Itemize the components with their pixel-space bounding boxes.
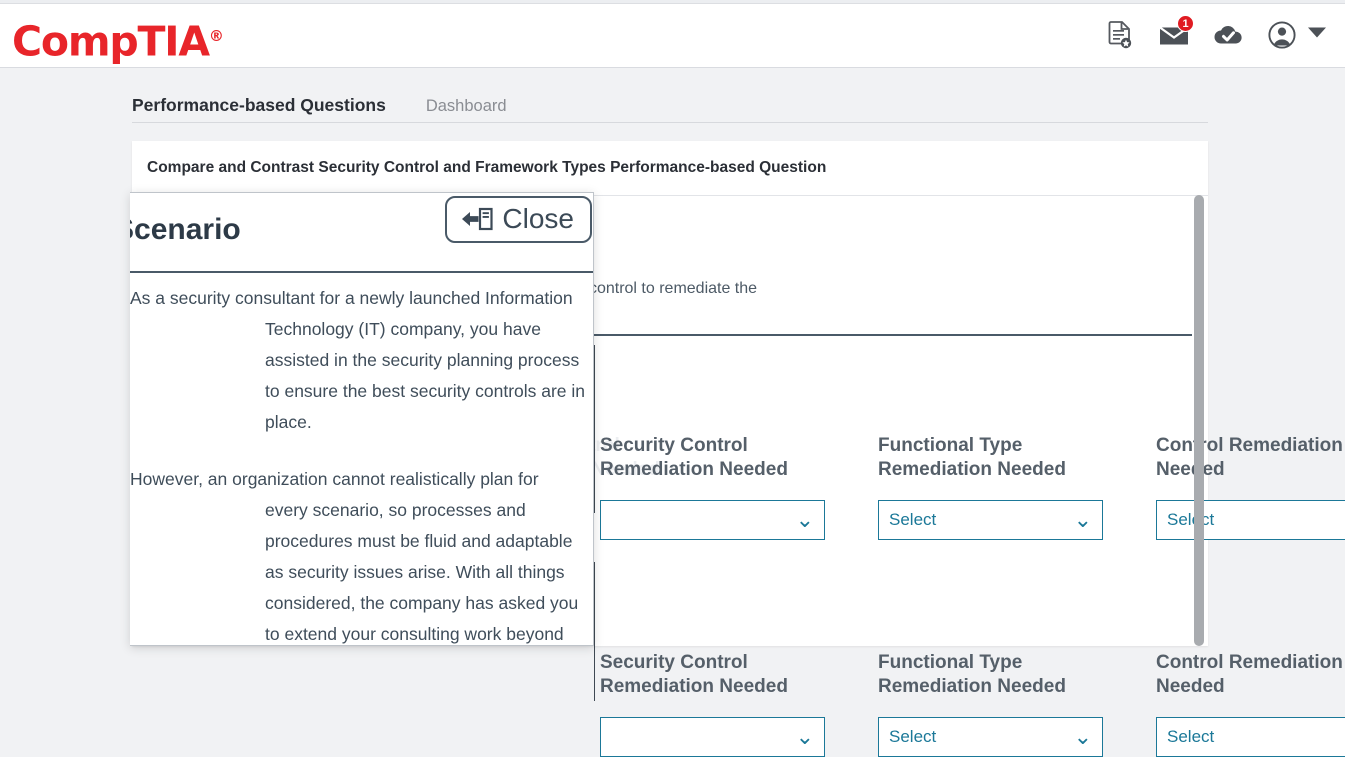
control-remediation-select[interactable]: Select ⌄: [1156, 717, 1345, 757]
primary-tab-bar: Performance-based Questions Dashboard: [132, 80, 1208, 124]
mail-icon[interactable]: 1: [1159, 15, 1194, 52]
column-label: Control Remediation Needed: [1156, 435, 1343, 480]
card-divider: [132, 195, 1208, 196]
column-label: Functional Type Remediation Needed: [878, 435, 1066, 480]
form-column-control-remediation: Control Remediation Needed Select ⌄: [1156, 434, 1345, 540]
form-column-security-control: Security Control Remediation Needed ⌄: [600, 651, 832, 757]
account-chevron-down-icon[interactable]: [1307, 26, 1327, 44]
close-button[interactable]: Close: [445, 196, 592, 243]
modal-header: Scenario Close: [130, 193, 593, 265]
registered-mark: ®: [208, 27, 224, 45]
header-icon-group: 1: [1105, 15, 1327, 52]
instructions-divider: [148, 334, 1192, 336]
column-separator: [594, 562, 595, 701]
select-value: Select: [1167, 727, 1215, 746]
scenario-paragraph: However, an organization cannot realisti…: [130, 469, 579, 644]
column-label: Control Remediation Needed: [1156, 652, 1343, 697]
modal-title: Scenario: [130, 213, 241, 246]
form-column-security-control: Security Control Remediation Needed ⌄: [600, 434, 832, 540]
functional-type-select[interactable]: Select ⌄: [878, 500, 1103, 540]
form-column-functional-type: Functional Type Remediation Needed Selec…: [878, 651, 1110, 757]
modal-body: As a security consultant for a newly lau…: [130, 283, 593, 645]
chevron-down-icon: ⌄: [1073, 724, 1092, 749]
column-label: Security Control Remediation Needed: [600, 435, 788, 480]
tab-dashboard[interactable]: Dashboard: [425, 97, 507, 115]
card-title: Compare and Contrast Security Control an…: [147, 159, 827, 176]
form-column-functional-type: Functional Type Remediation Needed Selec…: [878, 434, 1110, 540]
comptia-logo-text: CompTIA: [12, 17, 210, 66]
form-column-control-remediation: Control Remediation Needed Select ⌄: [1156, 651, 1345, 757]
chevron-down-icon: ⌄: [795, 507, 814, 532]
functional-type-select[interactable]: Select ⌄: [878, 717, 1103, 757]
control-remediation-select[interactable]: Select ⌄: [1156, 500, 1345, 540]
tab-underline: [132, 122, 1208, 123]
comptia-logo[interactable]: CompTIA®: [12, 8, 224, 70]
scrollbar-thumb[interactable]: [1194, 195, 1204, 646]
chevron-down-icon: ⌄: [795, 724, 814, 749]
vertical-scrollbar[interactable]: [1194, 195, 1204, 646]
select-value: Select: [889, 727, 937, 746]
scenario-modal: Scenario Close As a security consultant …: [130, 192, 594, 646]
select-value: Select: [889, 510, 937, 529]
app-header: CompTIA® 1: [0, 4, 1345, 68]
mail-badge-count: 1: [1177, 15, 1194, 32]
document-star-icon[interactable]: [1105, 18, 1135, 52]
cloud-check-icon[interactable]: [1213, 18, 1243, 52]
security-control-select[interactable]: ⌄: [600, 717, 825, 757]
column-separator: [594, 345, 595, 513]
scenario-paragraph: As a security consultant for a newly lau…: [130, 288, 586, 432]
modal-divider: [130, 271, 593, 273]
account-avatar-icon[interactable]: [1267, 18, 1297, 52]
browser-chrome-edge: [0, 0, 1345, 4]
column-label: Security Control Remediation Needed: [600, 652, 788, 697]
chevron-down-icon: ⌄: [1073, 507, 1092, 532]
security-control-select[interactable]: ⌄: [600, 500, 825, 540]
column-label: Functional Type Remediation Needed: [878, 652, 1066, 697]
close-exit-icon: [461, 204, 494, 234]
close-button-label: Close: [502, 203, 574, 234]
tab-performance-based-questions[interactable]: Performance-based Questions: [132, 95, 386, 115]
